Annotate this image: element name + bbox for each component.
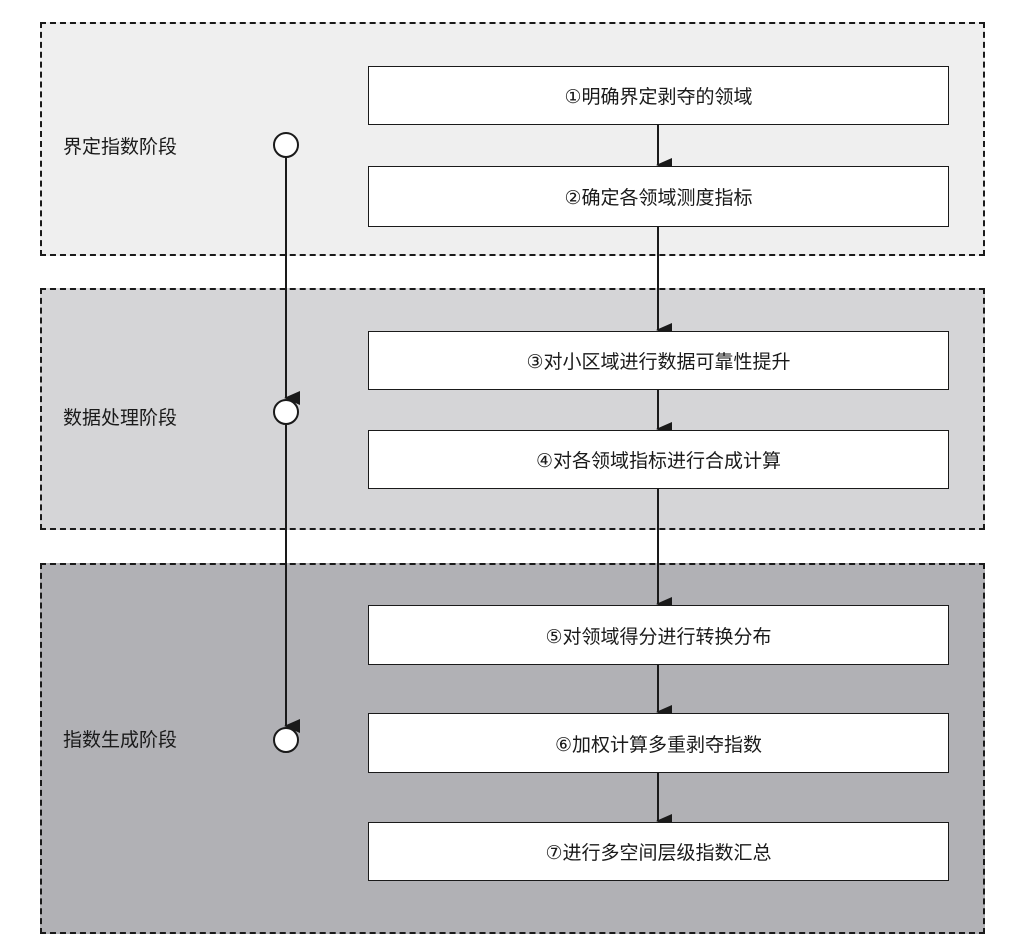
phase-box-data-processing <box>40 288 985 530</box>
step-7-box: ⑦进行多空间层级指数汇总 <box>368 822 949 881</box>
phase-label-definition: 界定指数阶段 <box>63 136 178 158</box>
timeline-node-2 <box>273 399 299 425</box>
timeline-node-3 <box>273 727 299 753</box>
phase-label-index-generation: 指数生成阶段 <box>63 729 178 751</box>
step-5-box: ⑤对领域得分进行转换分布 <box>368 605 949 665</box>
timeline-node-1 <box>273 132 299 158</box>
step-3-box: ③对小区域进行数据可靠性提升 <box>368 331 949 390</box>
step-6-box: ⑥加权计算多重剥夺指数 <box>368 713 949 773</box>
phase-label-data-processing: 数据处理阶段 <box>63 407 178 429</box>
step-1-box: ①明确界定剥夺的领域 <box>368 66 949 125</box>
step-2-box: ②确定各领域测度指标 <box>368 166 949 227</box>
step-4-box: ④对各领域指标进行合成计算 <box>368 430 949 489</box>
